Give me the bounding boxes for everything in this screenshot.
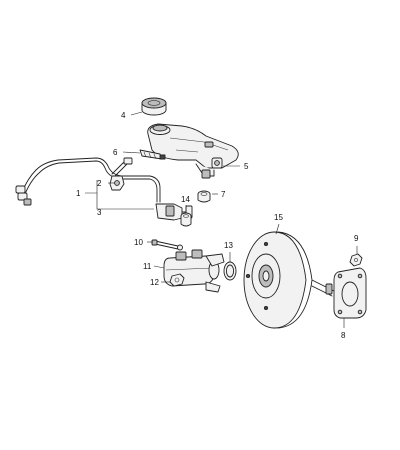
callout-6: 6 [113,148,118,157]
callout-5: 5 [244,162,249,171]
brake-hose [15,157,161,206]
callout-8: 8 [341,331,346,340]
pushrod-pin [151,239,183,251]
callout-15: 15 [274,213,283,222]
seal-ring [223,261,237,281]
callout-10: 10 [134,238,143,247]
callout-7: 7 [221,190,226,199]
callout-11: 11 [143,262,152,271]
callout-1: 1 [76,189,81,198]
reservoir-grommet [197,190,211,203]
callout-4: 4 [121,111,126,120]
reservoir-cap [141,97,167,116]
grommet-small [180,212,192,227]
callout-2: 2 [97,179,102,188]
callout-14: 14 [181,195,190,204]
brake-fluid-reservoir [147,123,239,179]
callout-3: 3 [97,208,102,217]
mounting-nut [169,273,185,287]
fluid-level-sensor [139,149,166,160]
callout-12: 12 [150,278,159,287]
booster-gasket [333,267,367,319]
master-cylinder [163,249,225,293]
brake-booster [243,231,341,329]
callout-13: 13 [224,241,233,250]
booster-nut [349,253,363,267]
leader-lines [85,111,358,328]
callout-9: 9 [354,234,359,243]
